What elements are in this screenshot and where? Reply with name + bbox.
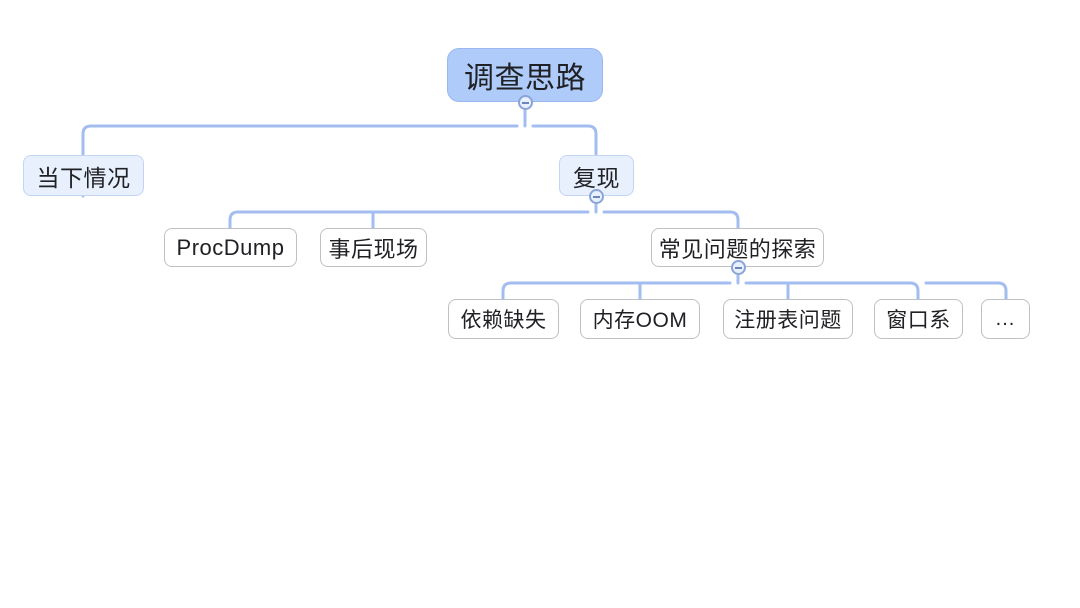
edge-common-to-window <box>744 281 920 301</box>
node-root[interactable]: 调查思路 <box>447 48 603 102</box>
edge-common-to-dep <box>501 281 732 301</box>
edge-reproduce-to-common <box>602 210 740 230</box>
node-window-system-label: 窗口系 <box>886 309 951 332</box>
node-memory-oom[interactable]: 内存OOM <box>580 299 700 339</box>
collapse-toggle-common-issues[interactable] <box>731 260 746 275</box>
edge-common-to-more <box>924 281 1008 301</box>
node-postmortem-scene-label: 事后现场 <box>328 236 419 262</box>
node-common-issues-exploration[interactable]: 常见问题的探索 <box>651 228 824 267</box>
collapse-toggle-root[interactable] <box>518 95 533 110</box>
node-missing-dependency[interactable]: 依赖缺失 <box>448 299 559 339</box>
node-reproduce-label: 复现 <box>573 164 620 191</box>
node-missing-dependency-label: 依赖缺失 <box>460 309 547 332</box>
node-procdump-label: ProcDump <box>176 234 285 260</box>
node-common-issues-exploration-label: 常见问题的探索 <box>658 236 817 262</box>
node-root-label: 调查思路 <box>464 62 586 95</box>
node-current-situation[interactable]: 当下情况 <box>23 155 144 196</box>
node-more-label: ... <box>995 307 1016 330</box>
node-postmortem-scene[interactable]: 事后现场 <box>320 228 427 267</box>
collapse-toggle-reproduce[interactable] <box>589 189 604 204</box>
node-window-system[interactable]: 窗口系 <box>874 299 963 339</box>
node-more[interactable]: ... <box>981 299 1030 339</box>
edge-root-to-current <box>81 124 519 198</box>
node-current-situation-label: 当下情况 <box>36 164 131 191</box>
node-memory-oom-label: 内存OOM <box>592 309 688 332</box>
edge-reproduce-to-procdump <box>228 210 590 230</box>
node-procdump[interactable]: ProcDump <box>164 228 297 267</box>
node-registry-issue-label: 注册表问题 <box>734 309 842 332</box>
node-registry-issue[interactable]: 注册表问题 <box>723 299 853 339</box>
